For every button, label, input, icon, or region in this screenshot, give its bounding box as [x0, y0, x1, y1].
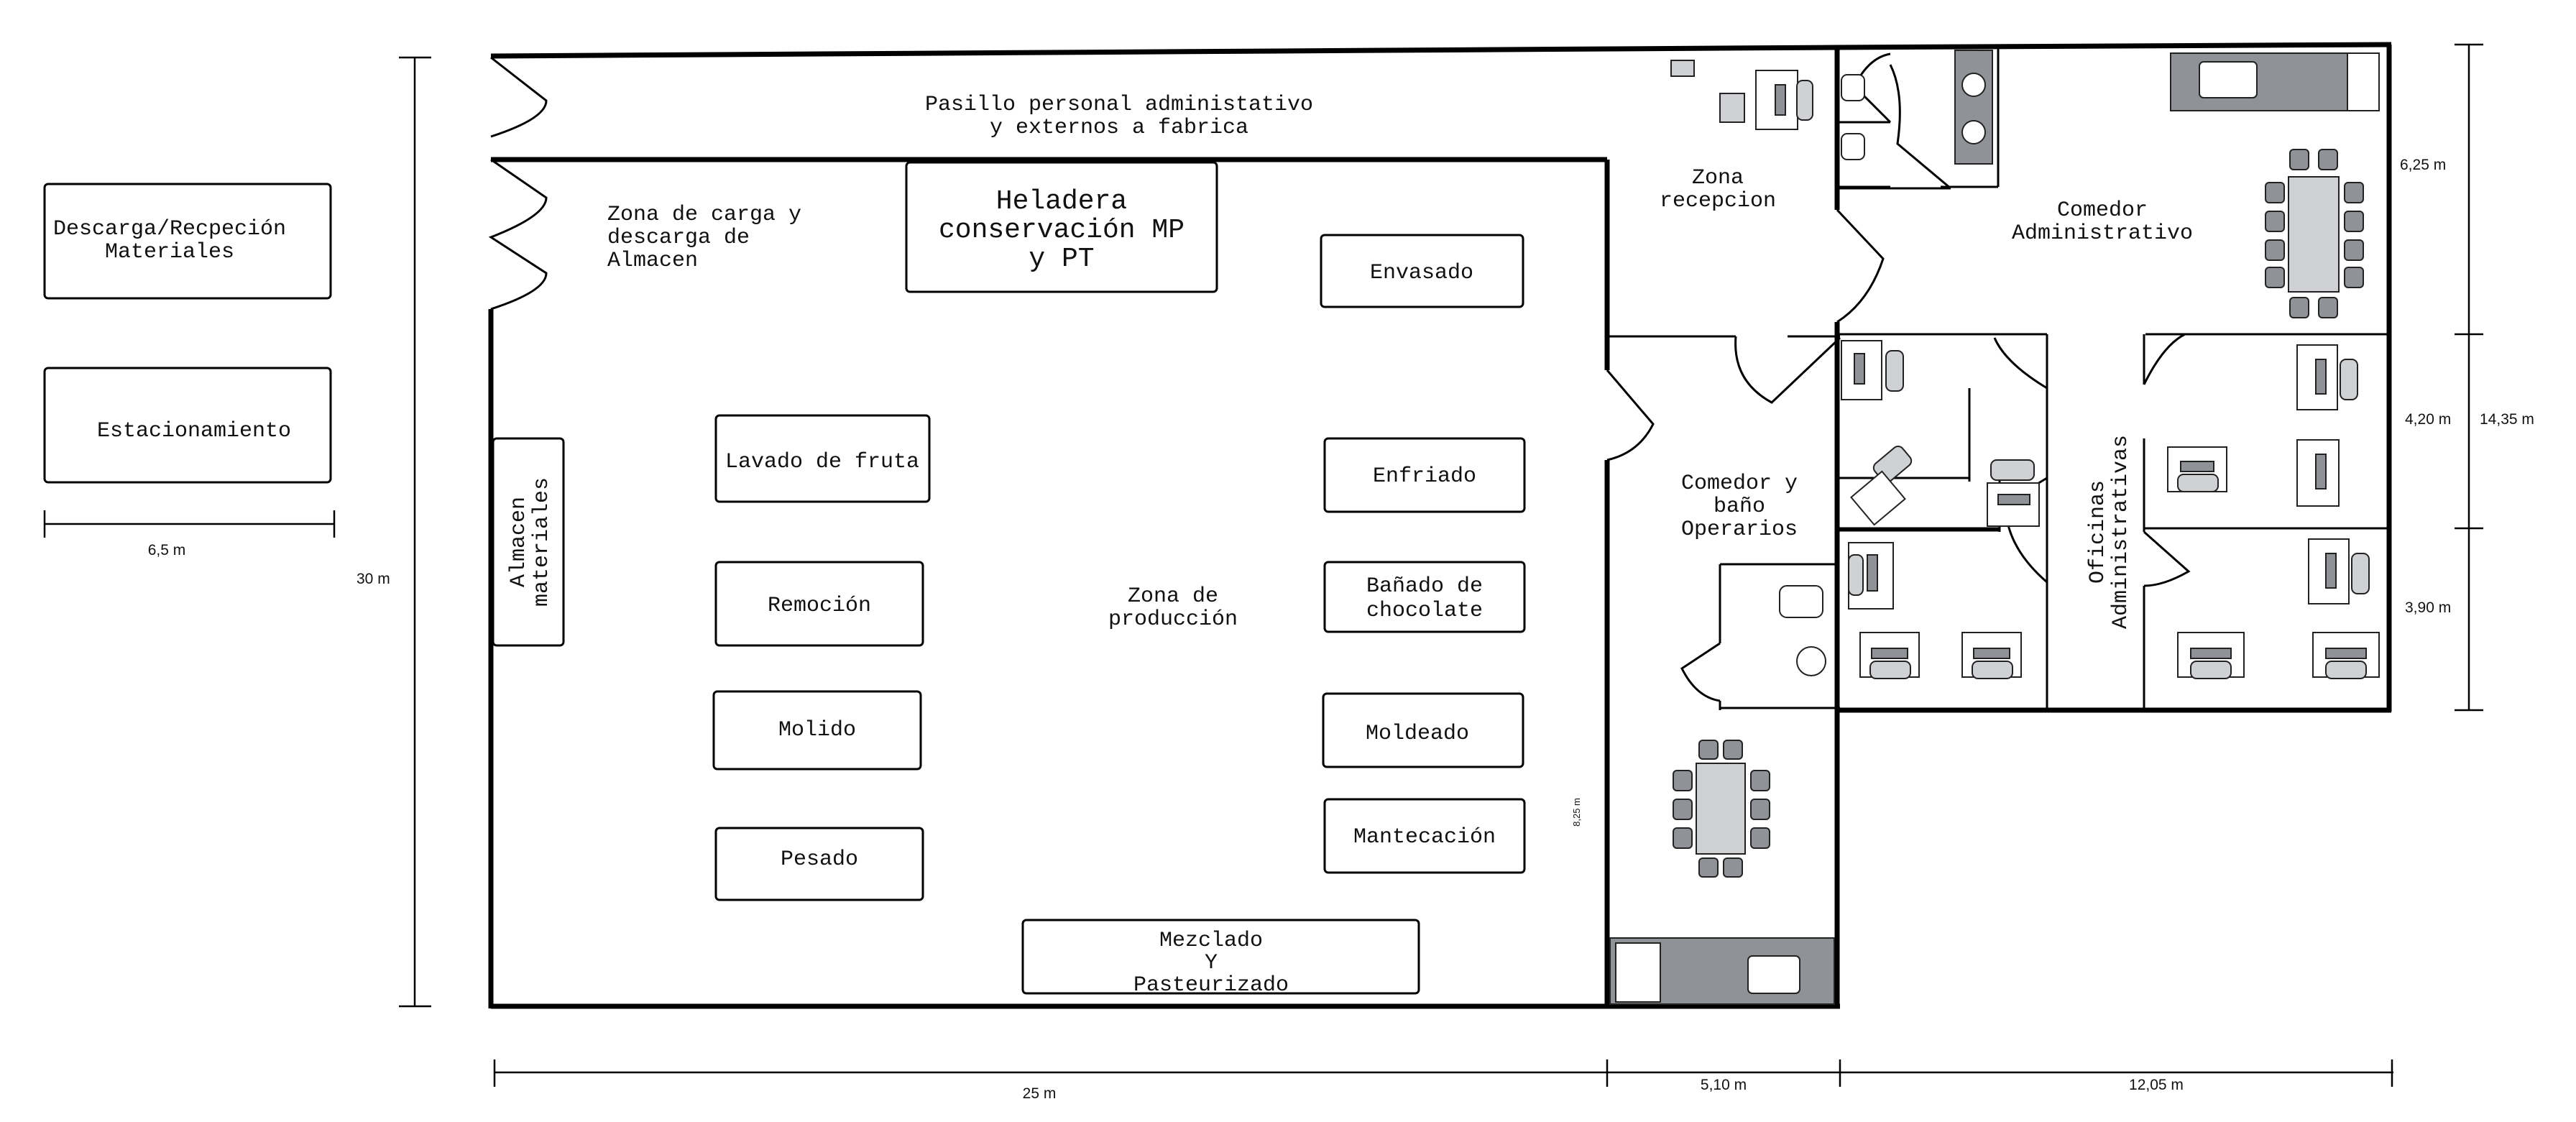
- production-zone-label-1: Zona de: [1128, 584, 1218, 609]
- reception-desk-icon: [1670, 60, 1813, 130]
- admin-kitchen-sink-icon: [2170, 52, 2380, 111]
- station-remocion-label: Remoción: [768, 594, 871, 618]
- station-lavado: Lavado de fruta: [714, 414, 931, 503]
- corridor-label-1: Pasillo personal administativo: [925, 93, 1313, 117]
- station-mantecacion: Mantecación: [1323, 798, 1526, 874]
- offices-label-2: Administrativas: [2109, 435, 2133, 629]
- fridge-label-3: y PT: [1029, 244, 1094, 275]
- station-enfriado: Enfriado: [1323, 437, 1526, 513]
- station-pesado: Pesado: [714, 827, 924, 901]
- station-molido-label: Molido: [778, 718, 856, 742]
- station-mantecacion-label: Mantecación: [1353, 825, 1496, 850]
- unloading-area: Descarga/Recpeción Materiales: [43, 183, 332, 300]
- admin-dining-table-icon: [2265, 149, 2364, 318]
- corridor-label-2: y externos a fabrica: [990, 116, 1248, 140]
- warehouse-label-2: materiales: [530, 477, 554, 607]
- station-molido: Molido: [712, 690, 922, 771]
- dim-right-mid: 4,20 m: [2405, 411, 2451, 428]
- fridge-label-1: Heladera: [996, 186, 1127, 217]
- station-mezclado: Mezclado Y Pasteurizado: [1021, 919, 1420, 998]
- building-walls: [488, 42, 2392, 1009]
- station-moldeado-label: Moldeado: [1366, 722, 1469, 746]
- admin-dining-label-2: Administrativo: [2012, 221, 2193, 246]
- parking-width-dimension: 6,5 m: [43, 510, 336, 558]
- station-banado-label-2: chocolate: [1366, 599, 1483, 623]
- offices-label-1: Oficinas: [2086, 480, 2110, 584]
- station-mezclado-label-1: Mezclado: [1159, 929, 1263, 953]
- dim-right-total: 14,35 m: [2480, 411, 2534, 428]
- loading-zone-label-2: descarga de: [607, 226, 750, 250]
- station-banado-label-1: Bañado de: [1366, 574, 1483, 599]
- dim-inner-vertical: 8,25 m: [1571, 798, 1582, 827]
- station-lavado-label: Lavado de fruta: [725, 450, 919, 474]
- doors: [488, 52, 2191, 702]
- office-desk-icons: [1841, 340, 2380, 679]
- station-envasado: Envasado: [1320, 234, 1524, 308]
- operators-dining-table-icon: [1673, 740, 1770, 878]
- station-envasado-label: Envasado: [1370, 261, 1473, 285]
- reception-label-2: recepcion: [1660, 189, 1776, 213]
- right-dimensions: 6,25 m 4,20 m 3,90 m 14,35 m: [2400, 43, 2534, 712]
- dim-right-top: 6,25 m: [2400, 157, 2446, 173]
- station-moldeado: Moldeado: [1322, 692, 1524, 768]
- reception-label-1: Zona: [1692, 166, 1744, 190]
- operators-dining-label-1: Comedor y: [1681, 472, 1798, 496]
- bottom-dimensions: 25 m 5,10 m 12,05 m: [493, 1059, 2393, 1102]
- station-banado: Bañado de chocolate: [1323, 561, 1526, 633]
- dim-bottom-middle: 5,10 m: [1701, 1077, 1747, 1093]
- fridge-box: Heladera conservación MP y PT: [905, 161, 1218, 293]
- warehouse-label-1: Almacen: [507, 497, 531, 587]
- total-height-dimension: 30 m: [356, 56, 431, 1008]
- station-enfriado-label: Enfriado: [1373, 464, 1476, 489]
- parking-label: Estacionamiento: [97, 419, 291, 443]
- parking-area: Estacionamiento: [43, 367, 332, 484]
- reception-toilet-icon: [1841, 74, 1865, 160]
- production-zone-label-2: producción: [1108, 607, 1238, 632]
- total-height-label: 30 m: [356, 571, 390, 587]
- operators-kitchen-counter-icon: [1609, 937, 1835, 1005]
- loading-zone-label-3: Almacen: [607, 249, 698, 273]
- dim-right-bottom: 3,90 m: [2405, 599, 2451, 616]
- station-remocion: Remoción: [714, 561, 924, 647]
- dim-bottom-right: 12,05 m: [2129, 1077, 2184, 1093]
- unloading-label-1: Descarga/Recpeción: [53, 217, 286, 242]
- fridge-label-2: conservación MP: [939, 215, 1184, 246]
- station-pesado-label: Pesado: [781, 847, 858, 872]
- operators-dining-label-2: baño: [1714, 495, 1765, 519]
- parking-width-label: 6,5 m: [148, 542, 186, 558]
- station-mezclado-label-2: Y: [1205, 951, 1218, 975]
- operators-sink-icon: [1796, 646, 1826, 676]
- station-mezclado-label-3: Pasteurizado: [1133, 973, 1289, 998]
- unloading-label-2: Materiales: [105, 240, 234, 265]
- admin-dining-label-1: Comedor: [2057, 198, 2148, 223]
- reception-sink-icon: [1954, 50, 1993, 165]
- loading-zone-label-1: Zona de carga y: [607, 203, 801, 227]
- dim-bottom-factory: 25 m: [1023, 1085, 1057, 1102]
- operators-toilet-icon: [1779, 585, 1823, 618]
- operators-dining-label-3: Operarios: [1681, 518, 1798, 542]
- warehouse-box: Almacen materiales: [492, 437, 565, 647]
